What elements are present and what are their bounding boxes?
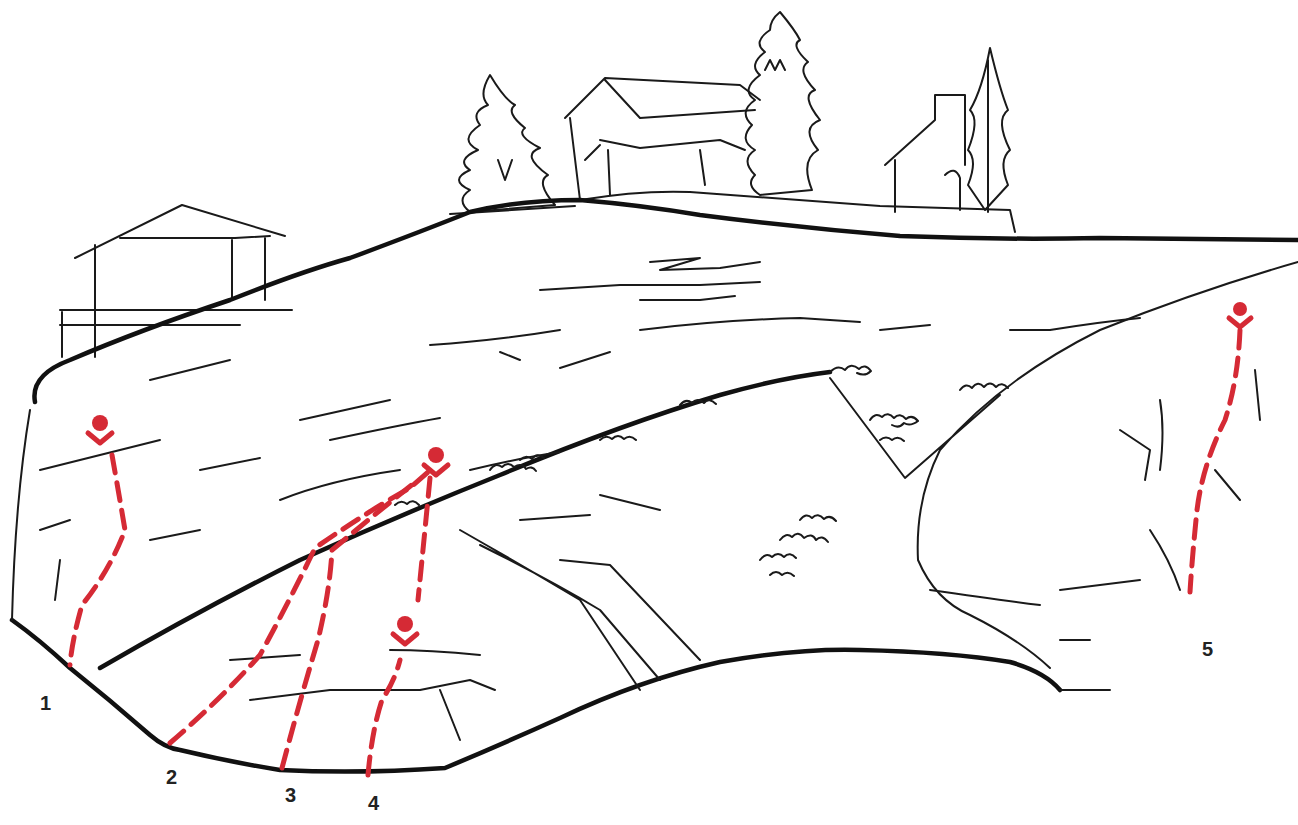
route-line xyxy=(282,480,418,768)
pine-tree xyxy=(746,12,820,195)
rock-outline xyxy=(12,262,1298,690)
rock-outline xyxy=(12,200,1298,772)
ground-line xyxy=(450,192,1015,232)
anchor-chain xyxy=(424,465,448,475)
anchor-bolt xyxy=(92,415,108,431)
route-number: 5 xyxy=(1202,638,1213,661)
route-line xyxy=(1190,330,1240,592)
anchor-symbol xyxy=(424,447,448,475)
route-number: 3 xyxy=(285,784,296,807)
anchor-symbol xyxy=(1229,302,1251,327)
route-line xyxy=(368,660,400,775)
anchor-bolt xyxy=(397,616,413,632)
anchor-symbol xyxy=(393,616,417,644)
right-house xyxy=(885,95,965,212)
route-number: 1 xyxy=(40,692,51,715)
climbing-routes xyxy=(70,302,1251,775)
anchor-bolt xyxy=(428,447,444,463)
pine-tree xyxy=(459,75,555,212)
anchor-chain xyxy=(1229,318,1251,327)
crack-line xyxy=(40,258,1260,640)
rock-cracks xyxy=(40,258,1260,740)
spruce-tree xyxy=(968,48,1010,212)
rock-ledge-edge xyxy=(100,372,830,668)
route-number: 2 xyxy=(166,766,177,789)
anchor-symbol xyxy=(88,415,112,443)
buildings xyxy=(60,12,1015,357)
anchor-chain xyxy=(88,433,112,443)
route-line xyxy=(418,478,430,600)
left-house xyxy=(60,205,292,357)
middle-house xyxy=(565,78,760,200)
anchor-bolt xyxy=(1233,302,1247,316)
route-line xyxy=(70,455,125,665)
anchor-chain xyxy=(393,634,417,644)
vegetation-patch xyxy=(395,366,1008,576)
route-number: 4 xyxy=(368,792,379,815)
rock-base-edge xyxy=(12,620,1060,772)
